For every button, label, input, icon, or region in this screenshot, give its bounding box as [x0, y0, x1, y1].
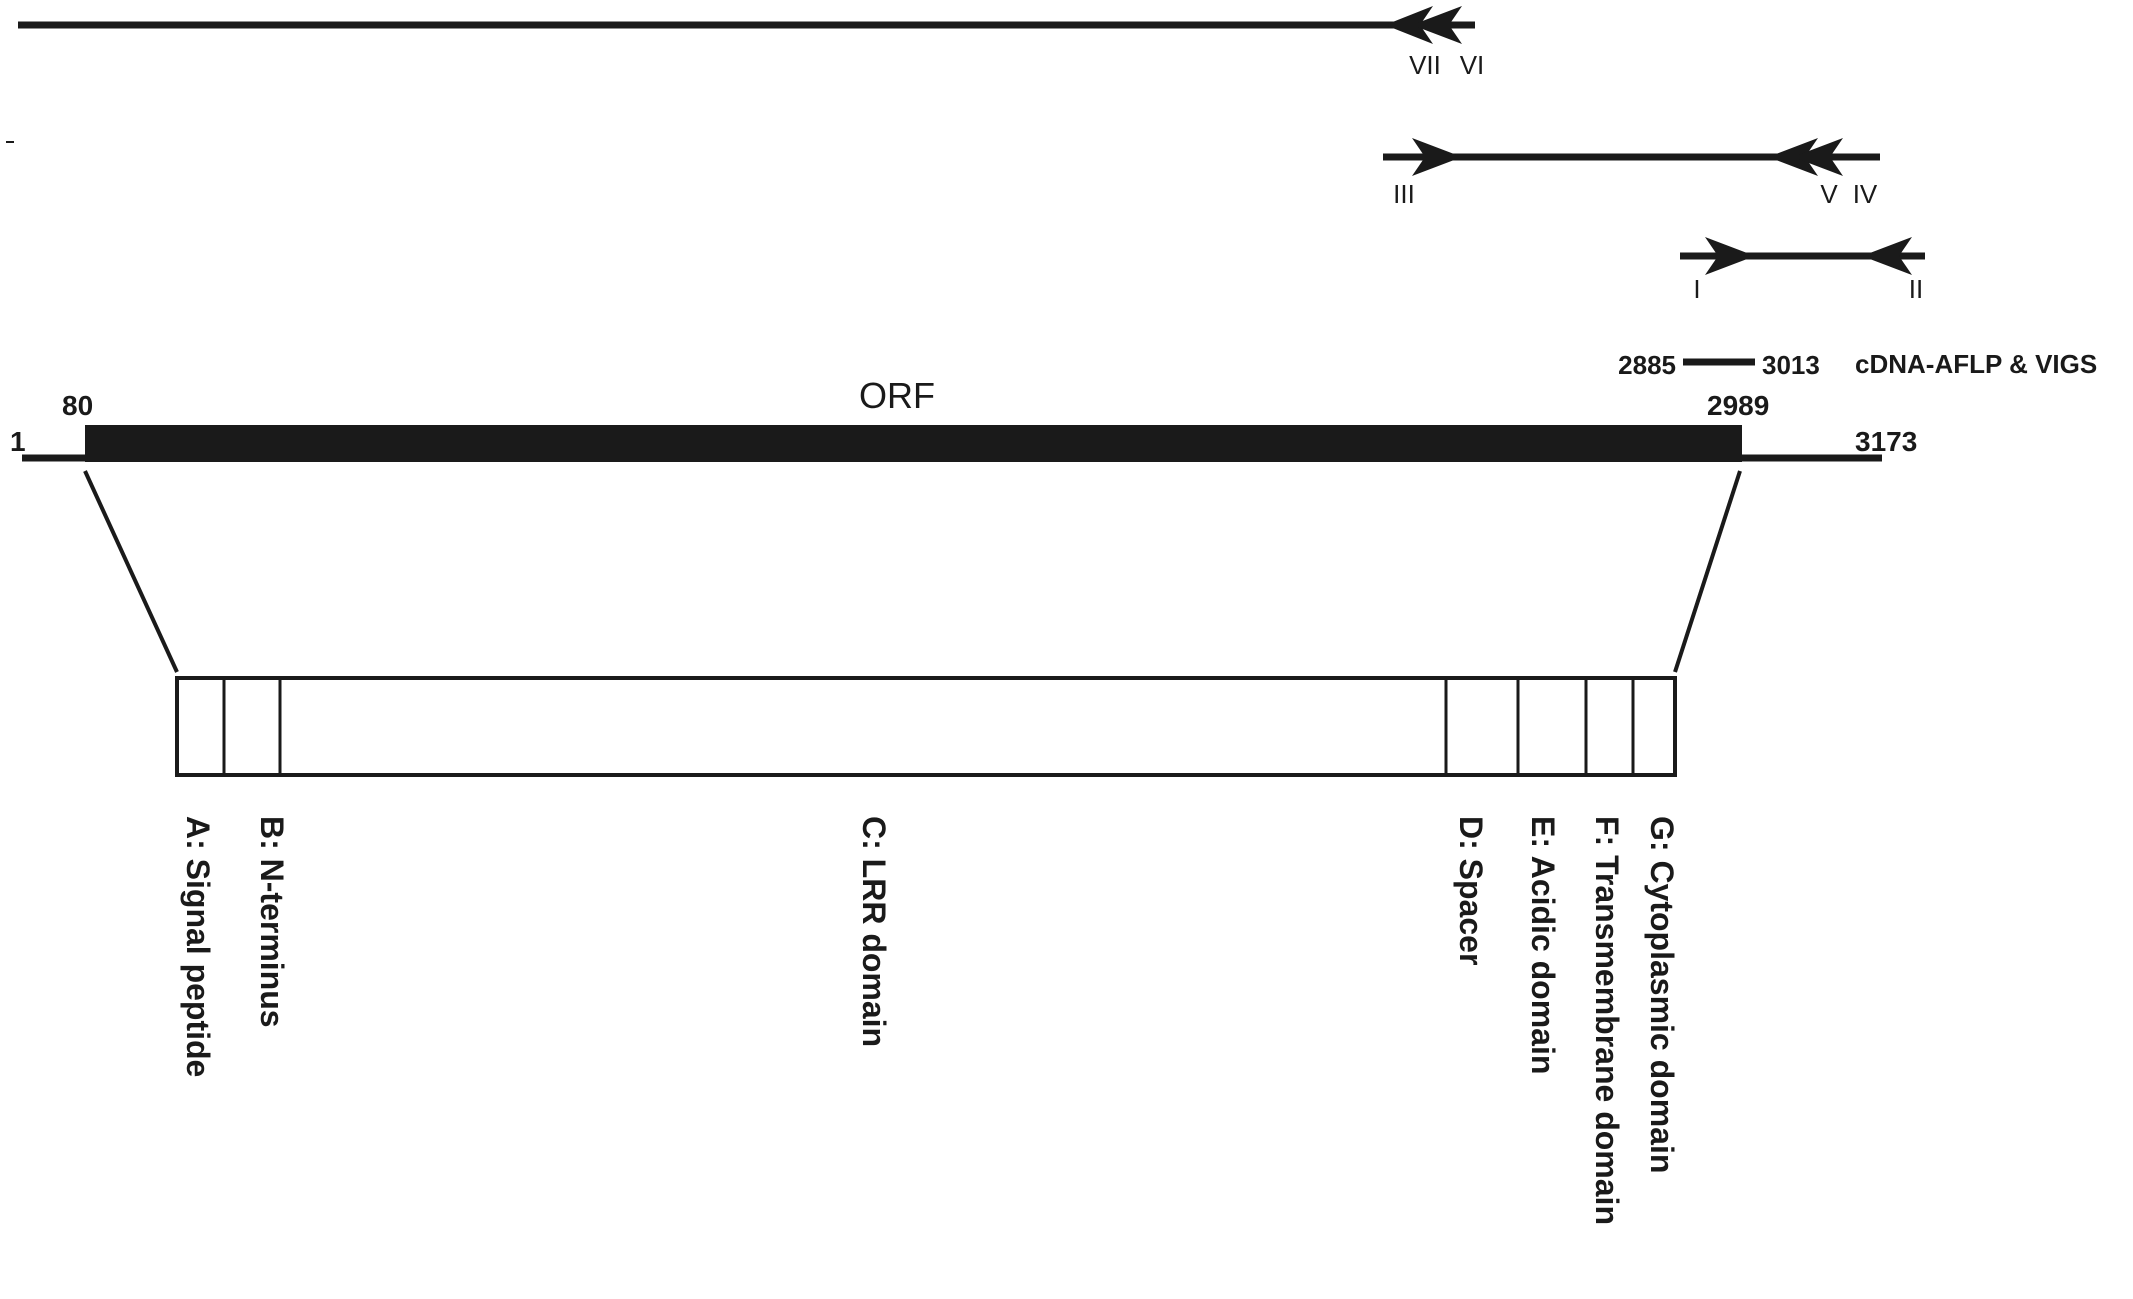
primer-label: V [1820, 179, 1838, 209]
protein-domain-map [175, 676, 1677, 777]
domain-label-d: D: Spacer [1453, 816, 1489, 965]
reverse-primer-arrow [1793, 138, 1843, 176]
transcript-map: 1 80 ORF 2989 3173 [10, 375, 1917, 462]
orf-label: ORF [859, 375, 935, 416]
domain-labels: A: Signal peptide B: N-terminus C: LRR d… [180, 816, 1680, 1225]
reverse-primer-arrow [1412, 6, 1462, 44]
primer-label: IV [1853, 179, 1878, 209]
fragment-label: cDNA-AFLP & VIGS [1855, 349, 2097, 379]
primer-label: VI [1460, 50, 1485, 80]
forward-primer-arrow [1705, 237, 1755, 275]
transcript-start-position: 1 [10, 426, 26, 457]
protein-box [175, 676, 1677, 777]
zoom-line-left [83, 470, 179, 673]
reverse-primer-arrow [1862, 237, 1912, 275]
reverse-primer-arrow [1385, 6, 1433, 44]
primer-fragment-middle: III V IV [1383, 138, 1880, 209]
domain-label-f: F: Transmembrane domain [1589, 816, 1625, 1225]
domain-label-g: G: Cytoplasmic domain [1644, 816, 1680, 1173]
orf-end-position: 2989 [1707, 390, 1769, 421]
primer-fragment-lower: I II [1680, 237, 1925, 304]
domain-label-a: A: Signal peptide [180, 816, 216, 1077]
cdna-aflp-vigs-fragment: 2885 3013 cDNA-AFLP & VIGS [1618, 349, 2097, 380]
primer-label: VII [1409, 50, 1441, 80]
forward-primer-arrow [1412, 138, 1462, 176]
primer-label: II [1909, 274, 1923, 304]
domain-label-c: C: LRR domain [856, 816, 892, 1047]
primer-fragment-top: VII VI [18, 6, 1484, 80]
zoom-line-right [1673, 470, 1742, 673]
domain-label-b: B: N-terminus [254, 816, 290, 1028]
fragment-end-position: 3013 [1762, 350, 1820, 380]
domain-label-e: E: Acidic domain [1525, 816, 1561, 1074]
primer-label: III [1393, 179, 1415, 209]
primer-label: I [1693, 274, 1700, 304]
transcript-end-position: 3173 [1855, 426, 1917, 457]
fragment-start-position: 2885 [1618, 350, 1676, 380]
orf-start-position: 80 [62, 390, 93, 421]
orf-bar [85, 425, 1742, 462]
